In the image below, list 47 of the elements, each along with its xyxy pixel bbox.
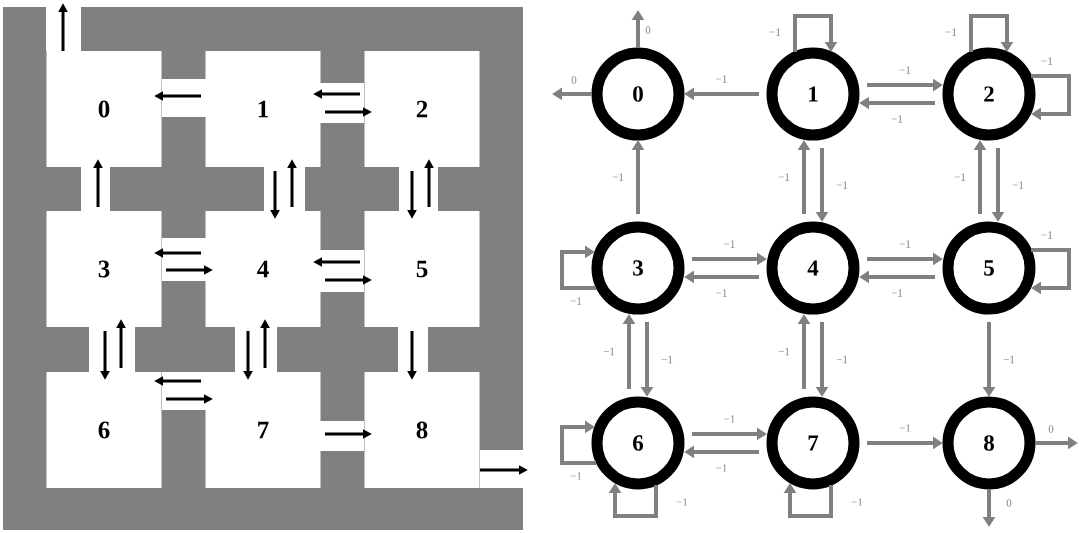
maze-room: 1 [205,51,321,167]
edge-label: 0 [644,25,652,35]
edge-label: −1 [890,288,904,298]
edge-label: −1 [1011,180,1025,190]
edge-label: −1 [1040,230,1054,240]
edge-label: −1 [898,423,912,433]
edge-label: −1 [602,346,616,357]
loop-arrow [793,14,838,52]
edge-label: −1 [569,296,583,306]
edge-label: −1 [898,65,912,75]
edge-label: −1 [890,114,904,124]
edge-label: −1 [722,239,737,249]
edge-label: −1 [1002,354,1016,365]
edge-label: −1 [768,27,782,37]
loop-arrow [560,245,596,290]
edge-label: 0 [570,75,578,85]
edge-label: −1 [777,172,791,182]
edge-label: −1 [850,497,864,507]
edge-label: −1 [611,172,625,182]
maze-room: 8 [364,372,480,488]
maze-room: 5 [364,211,480,327]
edge-label: −1 [660,354,674,365]
edge-label: −1 [944,27,958,37]
edge-label: −1 [835,180,849,190]
edge-label: −1 [569,471,583,481]
maze-room: 3 [46,211,162,327]
edge-label: −1 [835,354,849,365]
loop-arrow [969,14,1014,52]
loop-arrow [1031,248,1071,295]
edge-label: −1 [1040,56,1054,66]
maze-room: 7 [205,372,321,488]
edge-label: −1 [714,288,729,298]
edge-label: −1 [722,414,737,424]
edge-label: −1 [714,74,729,84]
loop-arrow [560,420,596,465]
edge-label: −1 [777,346,791,357]
maze-room: 0 [46,51,162,167]
maze-room: 6 [46,372,162,488]
edge-label: −1 [675,497,689,507]
edge-label: −1 [714,463,729,473]
loop-arrow [1031,74,1071,121]
edge-label: −1 [898,239,912,249]
maze-room: 2 [364,51,480,167]
edge-label: 0 [1047,424,1055,434]
maze-room: 4 [205,211,321,327]
edge-label: 0 [1005,498,1013,508]
edge-label: −1 [953,172,967,182]
